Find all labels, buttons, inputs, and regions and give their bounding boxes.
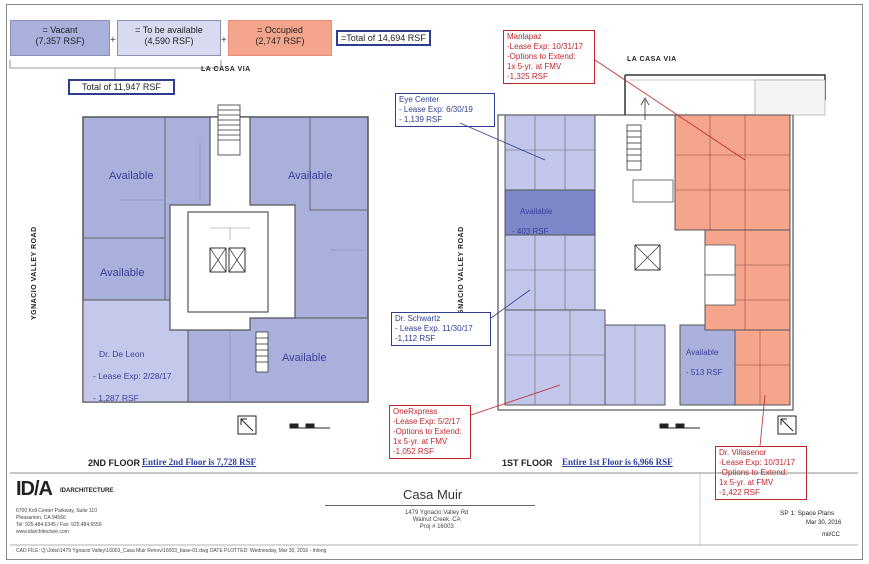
callout-manlapaz: Manlapaz -Lease Exp: 10/31/17 -Options t…	[503, 30, 595, 84]
second-floor-tenant-de-leon: Dr. De Leon - Lease Exp: 2/28/17 - 1,287…	[93, 338, 171, 415]
de-leon-lease: - Lease Exp: 2/28/17	[93, 371, 172, 381]
project-address: 1479 Ygnacio Valley Rd Walnut Creek, CA …	[405, 510, 469, 530]
first-floor-available-right: Available - 513 RSF	[686, 338, 722, 388]
second-floor-available-3: Available	[100, 267, 145, 279]
callout-onerxpress: OneRxpress -Lease Exp: 5/2/17 -Options t…	[389, 405, 471, 459]
callout-eye-center: Eye Center - Lease Exp: 6/30/19 - 1,139 …	[395, 93, 495, 127]
legend-tba-line1: = To be available	[135, 25, 203, 35]
available-small-rsf: - 403 RSF	[512, 227, 549, 236]
second-floor-available-1: Available	[109, 170, 154, 182]
legend-subtotal: Total of 11,947 RSF	[68, 79, 175, 95]
first-floor-plan	[497, 74, 826, 411]
available-right-rsf: - 513 RSF	[686, 368, 723, 377]
first-floor-available-small: Available - 403 RSF	[512, 197, 552, 247]
street-top-left: LA CASA VIA	[201, 66, 251, 73]
legend-occupied: = Occupied (2,747 RSF)	[228, 20, 332, 56]
second-floor-title: 2ND FLOOR	[88, 458, 141, 468]
sheet-initials: mil/CC	[822, 532, 840, 538]
legend-vacant-line1: = Vacant	[42, 25, 78, 35]
legend-vacant: = Vacant (7,357 RSF)	[10, 20, 110, 56]
project-divider	[325, 505, 535, 506]
sheet-label: SP 1: Space Plans	[780, 510, 835, 517]
firm-logo: ID/A	[16, 478, 53, 500]
legend-occupied-line2: (2,747 RSF)	[255, 36, 305, 46]
legend-occupied-line1: = Occupied	[257, 25, 303, 35]
available-right-name: Available	[686, 348, 719, 357]
street-top-right: LA CASA VIA	[627, 56, 677, 63]
callout-dr-schwartz: Dr. Schwartz - Lease Exp. 11/30/17 -1,11…	[391, 312, 491, 346]
second-floor-available-4: Available	[282, 352, 327, 364]
firm-address: 6700 Koll Center Parkway, Suite 110 Plea…	[16, 508, 102, 535]
legend-plus-1: +	[110, 35, 116, 46]
legend-tba-line2: (4,590 RSF)	[144, 36, 194, 46]
second-floor-subtitle: Entire 2nd Floor is 7,728 RSF	[142, 457, 257, 467]
project-name: Casa Muir	[403, 487, 463, 502]
legend-vacant-line2: (7,357 RSF)	[35, 36, 85, 46]
second-floor-available-2: Available	[288, 170, 333, 182]
firm-name: IDARCHITECTURE	[60, 488, 114, 494]
sheet-date: Mar 30, 2016	[806, 520, 842, 526]
first-floor-subtitle: Entire 1st Floor is 6,966 RSF	[562, 457, 673, 467]
second-floor-plan	[82, 104, 369, 403]
de-leon-rsf: - 1,287 RSF	[93, 393, 139, 403]
drawing-sheet	[6, 4, 863, 560]
legend-to-be-available: = To be available (4,590 RSF)	[117, 20, 221, 56]
first-floor-title: 1ST FLOOR	[502, 458, 553, 468]
legend-grand-total: =Total of 14,694 RSF	[336, 30, 431, 46]
legend-plus-2: +	[221, 35, 227, 46]
cad-footer: CAD FILE: Q:\Jobs\1479 Ygnacio Valley\16…	[16, 548, 327, 554]
available-small-name: Available	[520, 207, 553, 216]
de-leon-name: Dr. De Leon	[99, 349, 145, 359]
